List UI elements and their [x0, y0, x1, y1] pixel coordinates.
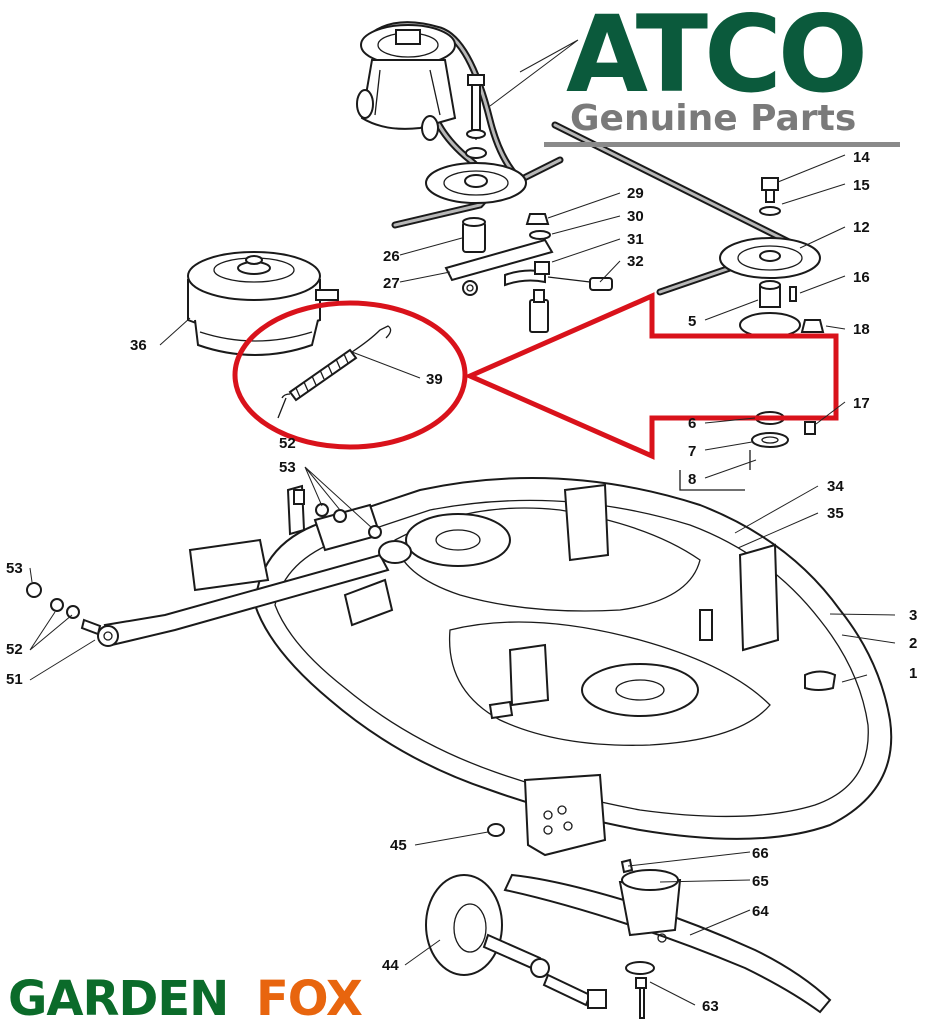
- label-65: 65: [752, 873, 769, 890]
- label-29: 29: [627, 185, 644, 202]
- gardenfox-logo-garden: GARDEN: [8, 971, 229, 1027]
- engine-pulley-assembly: [356, 24, 457, 141]
- gardenfox-logo-fox: FOX: [256, 971, 363, 1027]
- label-63: 63: [702, 998, 719, 1015]
- label-66: 66: [752, 845, 769, 862]
- label-39: 39: [426, 371, 443, 388]
- idler-pulley-upper: [425, 74, 527, 204]
- label-34: 34: [827, 478, 844, 495]
- label-2: 2: [909, 635, 917, 652]
- tension-spring-39: [277, 325, 392, 419]
- label-12: 12: [853, 219, 870, 236]
- atco-underline: [544, 142, 900, 147]
- label-51: 51: [6, 671, 23, 688]
- label-5: 5: [688, 313, 696, 330]
- label-35: 35: [827, 505, 844, 522]
- highlight-arrow: [463, 292, 839, 460]
- label-44: 44: [382, 957, 399, 974]
- label-45: 45: [390, 837, 407, 854]
- label-17: 17: [853, 395, 870, 412]
- label-53-top: 53: [279, 459, 296, 476]
- label-36: 36: [130, 337, 147, 354]
- part-number-labels: 1 2 3 5 6 7 8 12 14 15 16 17 18 26 27 29…: [6, 149, 917, 1015]
- label-64: 64: [752, 903, 769, 920]
- label-27: 27: [383, 275, 400, 292]
- label-15: 15: [853, 177, 870, 194]
- label-30: 30: [627, 208, 644, 225]
- label-16: 16: [853, 269, 870, 286]
- label-7: 7: [688, 443, 696, 460]
- leader-lines: [29, 39, 896, 1006]
- label-53-left: 53: [6, 560, 23, 577]
- deck-lift-rod: [26, 489, 412, 647]
- label-6: 6: [688, 415, 696, 432]
- label-31: 31: [627, 231, 644, 248]
- label-26: 26: [383, 248, 400, 265]
- label-32: 32: [627, 253, 644, 270]
- label-1: 1: [909, 665, 917, 682]
- label-3: 3: [909, 607, 917, 624]
- lower-parts: [425, 823, 832, 1019]
- electric-clutch: [187, 251, 339, 356]
- label-14: 14: [853, 149, 870, 166]
- atco-tagline: Genuine Parts: [570, 98, 857, 139]
- label-8: 8: [688, 471, 696, 488]
- tension-bracket-parts: [444, 213, 613, 333]
- label-52-top: 52: [279, 435, 296, 452]
- mower-deck: [188, 477, 893, 857]
- highlight-circle: [232, 300, 468, 450]
- atco-logo-wordmark: ATCO: [566, 0, 868, 116]
- label-18: 18: [853, 321, 870, 338]
- label-52-left: 52: [6, 641, 23, 658]
